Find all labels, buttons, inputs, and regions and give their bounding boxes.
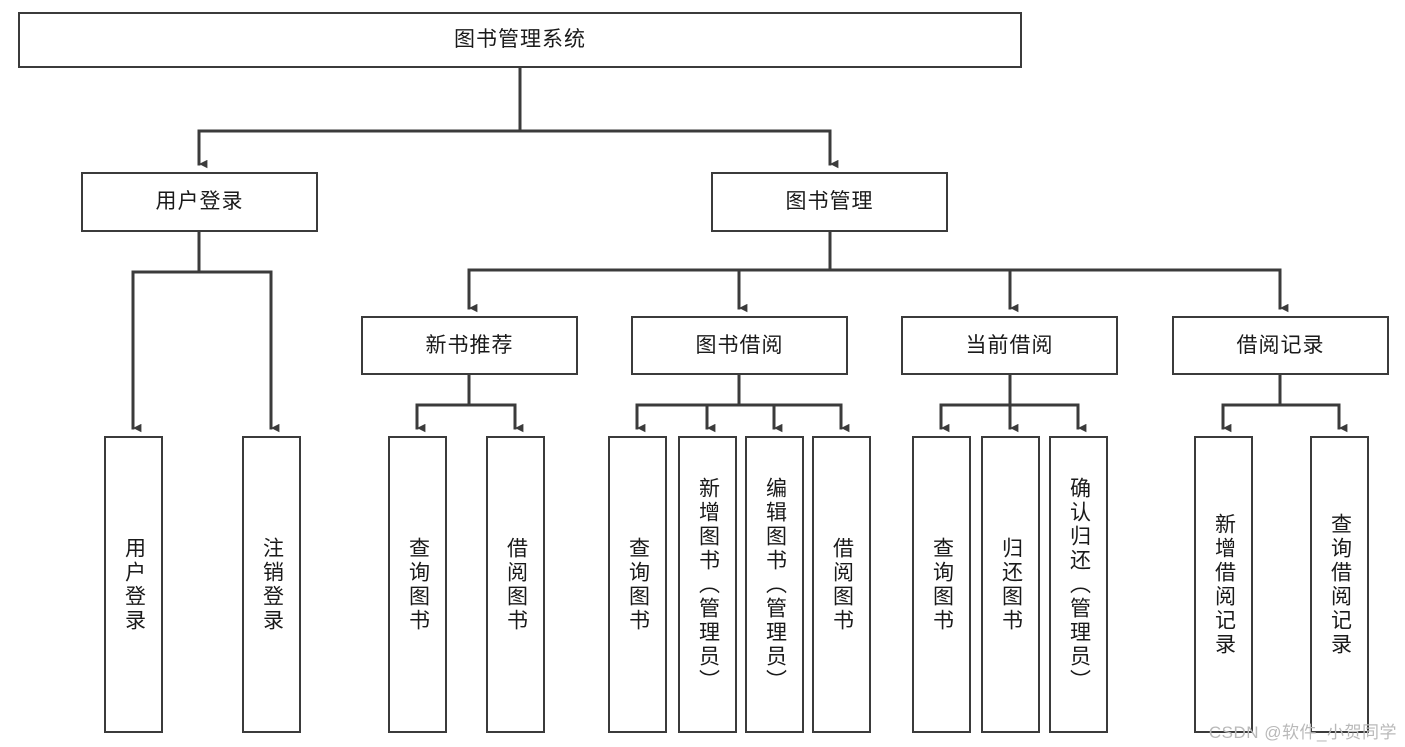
node-label: 借阅记录 [1236, 333, 1325, 357]
node-current-borrow[interactable]: 当前借阅 [901, 316, 1118, 375]
node-label: 查询图书 [930, 536, 954, 633]
node-label: 编辑图书（管理员） [763, 476, 787, 693]
node-borrow-record[interactable]: 借阅记录 [1172, 316, 1389, 375]
node-leaf-add-borrow-record[interactable]: 新增借阅记录 [1194, 436, 1253, 733]
node-leaf-query-book[interactable]: 查询图书 [608, 436, 667, 733]
node-label: 新增借阅记录 [1212, 512, 1236, 657]
node-leaf-query-book-current[interactable]: 查询图书 [912, 436, 971, 733]
node-label: 图书借阅 [695, 333, 784, 357]
node-leaf-confirm-return-admin[interactable]: 确认归还（管理员） [1049, 436, 1108, 733]
node-book-borrow[interactable]: 图书借阅 [631, 316, 848, 375]
node-leaf-query-book-recommend[interactable]: 查询图书 [388, 436, 447, 733]
csdn-watermark: CSDN @软件_小贺同学 [1208, 723, 1397, 742]
node-label: 用户登录 [155, 190, 244, 214]
node-label: 图书管理 [785, 190, 874, 214]
node-user-login[interactable]: 用户登录 [81, 172, 318, 232]
node-label: 查询借阅记录 [1328, 512, 1352, 657]
node-label: 用户登录 [122, 536, 146, 633]
node-book-manage[interactable]: 图书管理 [711, 172, 948, 232]
node-label: 注销登录 [260, 536, 284, 633]
node-leaf-add-book-admin[interactable]: 新增图书（管理员） [678, 436, 737, 733]
node-label: 确认归还（管理员） [1067, 476, 1091, 693]
node-leaf-borrow-book-recommend[interactable]: 借阅图书 [486, 436, 545, 733]
node-label: 图书管理系统 [454, 28, 586, 52]
node-leaf-return-book[interactable]: 归还图书 [981, 436, 1040, 733]
node-leaf-edit-book-admin[interactable]: 编辑图书（管理员） [745, 436, 804, 733]
node-label: 借阅图书 [504, 536, 528, 633]
node-leaf-query-borrow-record[interactable]: 查询借阅记录 [1310, 436, 1369, 733]
node-label: 新书推荐 [425, 333, 514, 357]
node-label: 当前借阅 [965, 333, 1054, 357]
node-label: 查询图书 [406, 536, 430, 633]
node-label: 借阅图书 [830, 536, 854, 633]
node-new-book-recommend[interactable]: 新书推荐 [361, 316, 578, 375]
node-leaf-borrow-book[interactable]: 借阅图书 [812, 436, 871, 733]
node-label: 查询图书 [626, 536, 650, 633]
node-label: 归还图书 [999, 536, 1023, 633]
node-leaf-logout[interactable]: 注销登录 [242, 436, 301, 733]
node-leaf-user-login[interactable]: 用户登录 [104, 436, 163, 733]
node-label: 新增图书（管理员） [696, 476, 720, 693]
node-root-system[interactable]: 图书管理系统 [18, 12, 1022, 68]
